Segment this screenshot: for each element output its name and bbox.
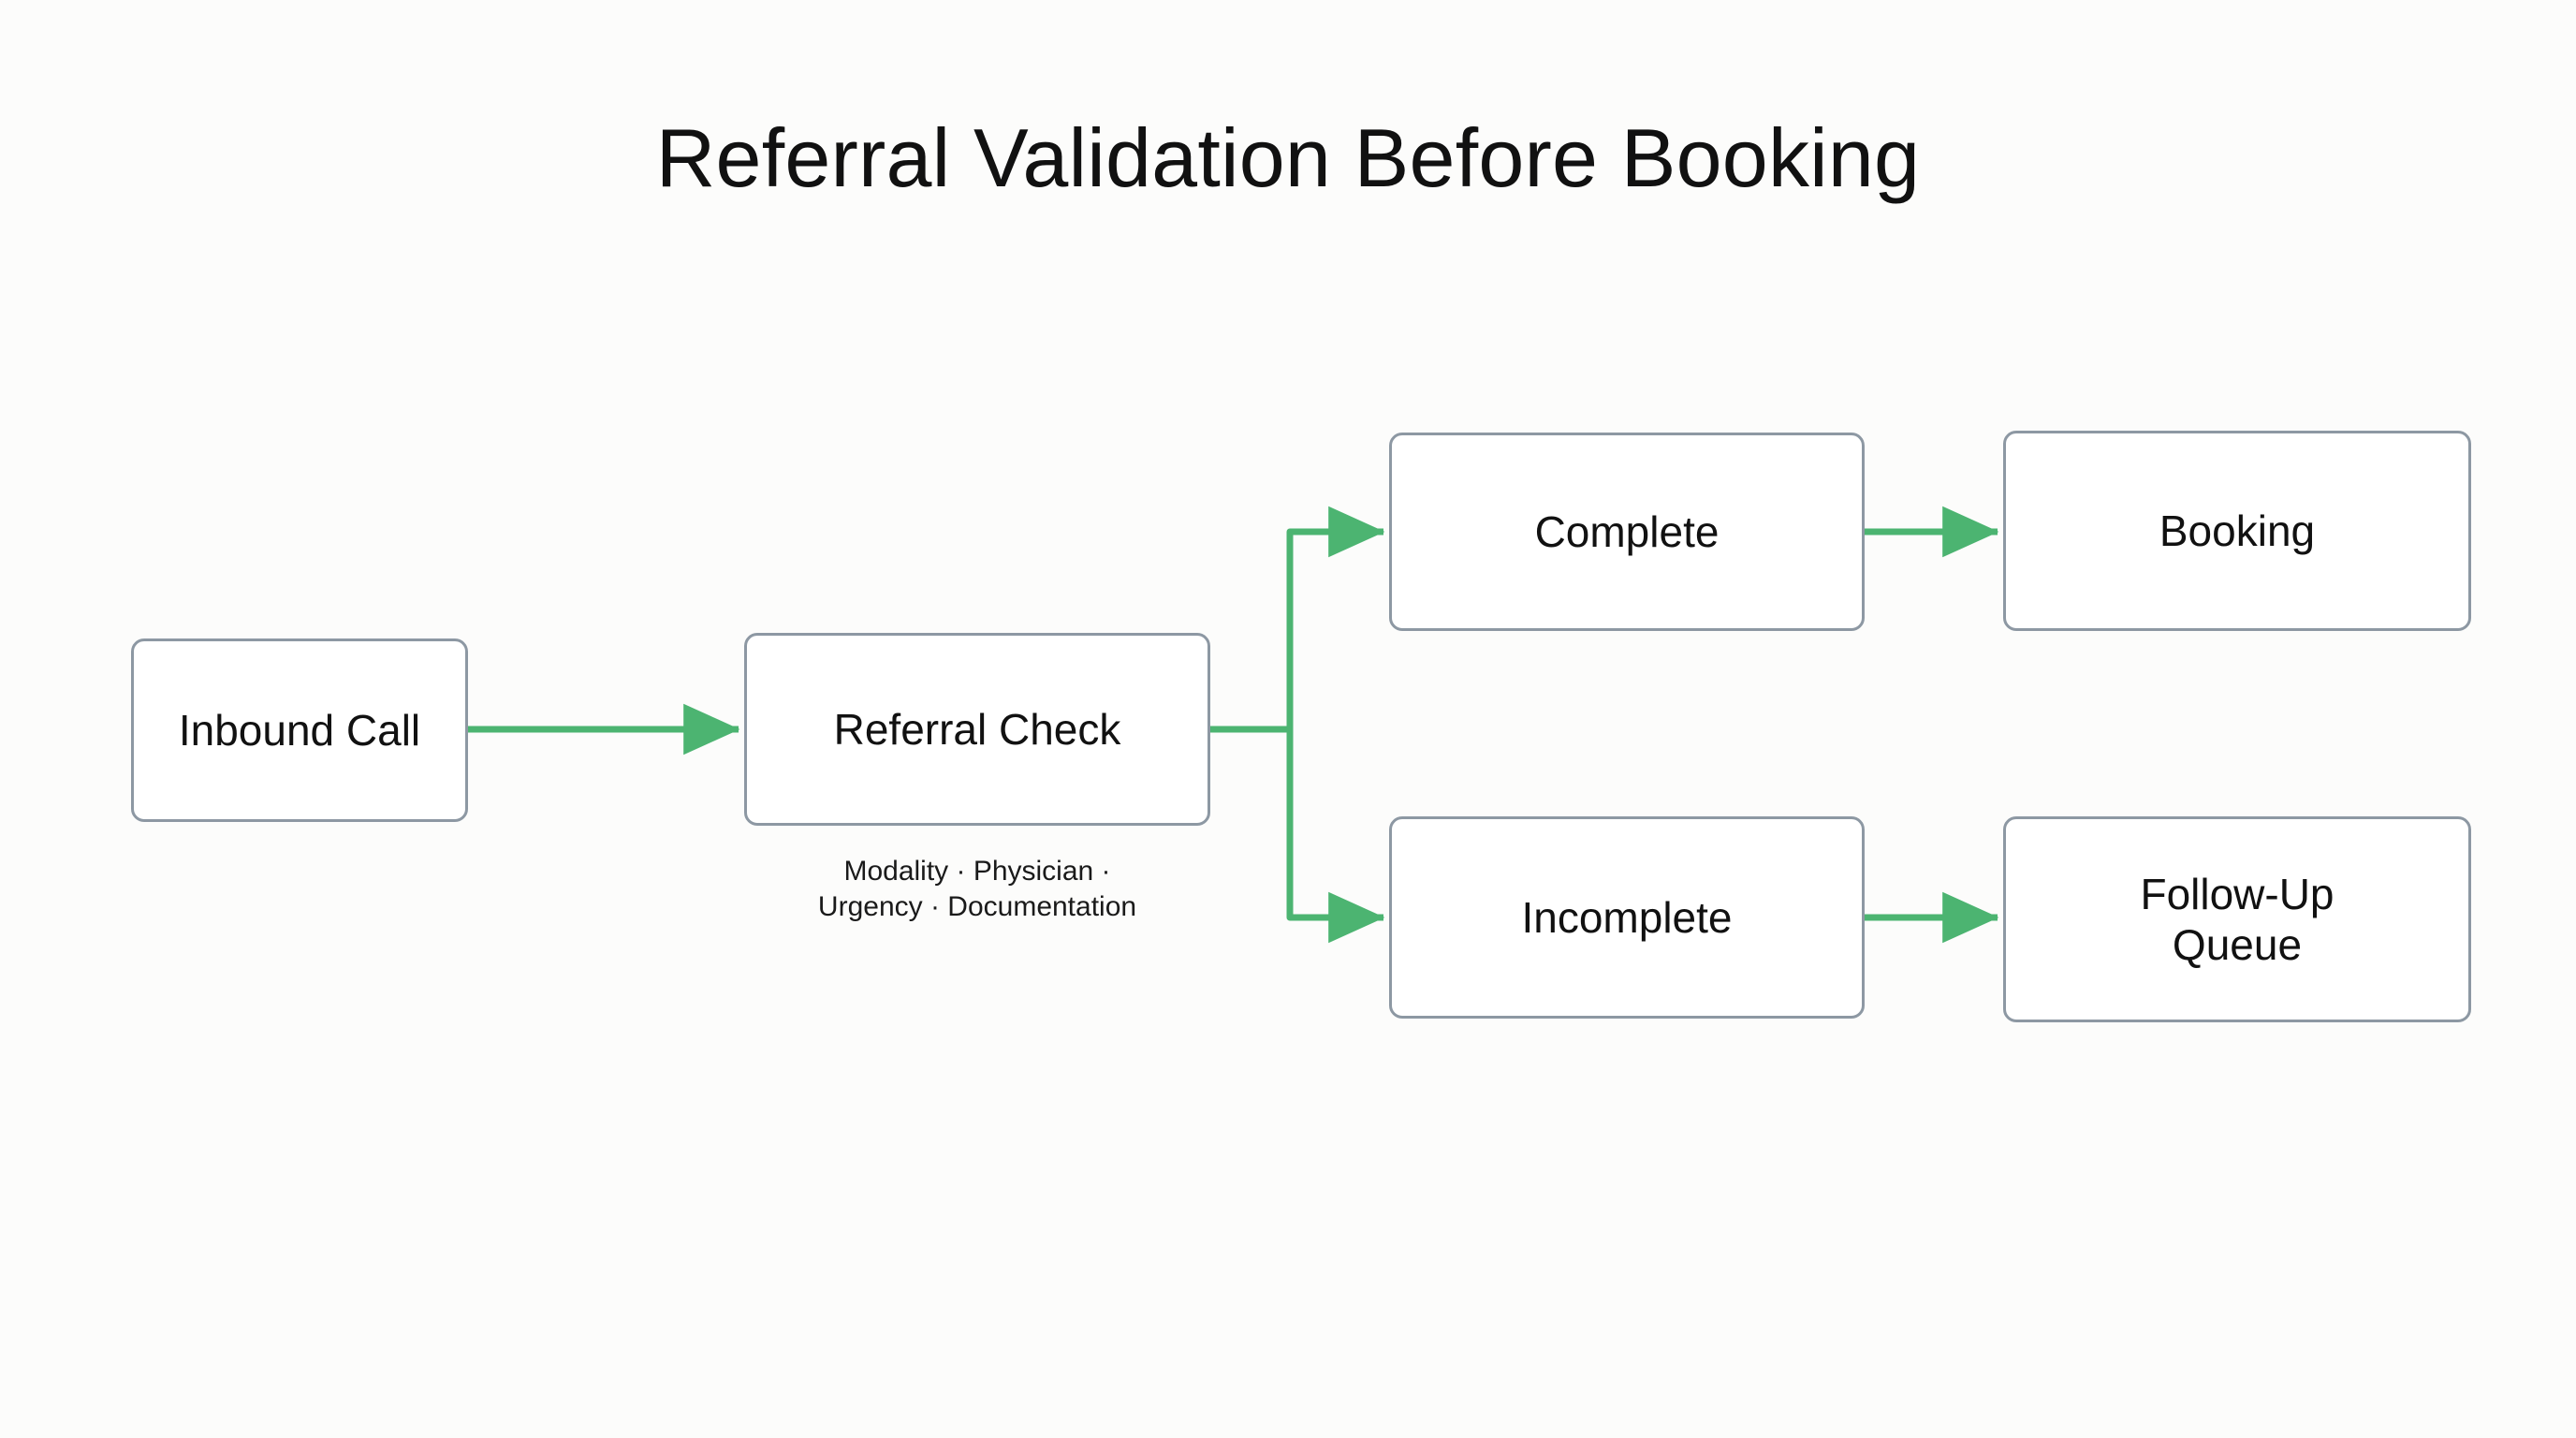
edge-referral-check-to-incomplete — [1286, 729, 1385, 944]
node-incomplete[interactable]: Incomplete — [1389, 816, 1865, 1019]
node-complete-label: Complete — [1534, 506, 1720, 556]
node-incomplete-label: Incomplete — [1521, 892, 1733, 942]
node-inbound-call-label: Inbound Call — [178, 705, 421, 755]
edge-referral-check-to-complete — [1210, 506, 1385, 733]
node-referral-check-label: Referral Check — [833, 704, 1121, 754]
node-booking[interactable]: Booking — [2003, 431, 2471, 631]
node-complete[interactable]: Complete — [1389, 433, 1865, 631]
node-referral-check[interactable]: Referral Check — [744, 633, 1210, 826]
page-title: Referral Validation Before Booking — [655, 111, 1921, 204]
node-followup-queue-label: Follow-Up Queue — [2140, 869, 2334, 969]
node-inbound-call[interactable]: Inbound Call — [131, 638, 468, 822]
referral-check-criteria-caption: Modality · Physician · Urgency · Documen… — [817, 856, 1137, 923]
node-booking-label: Booking — [2159, 506, 2316, 555]
node-followup-queue[interactable]: Follow-Up Queue — [2003, 816, 2471, 1022]
